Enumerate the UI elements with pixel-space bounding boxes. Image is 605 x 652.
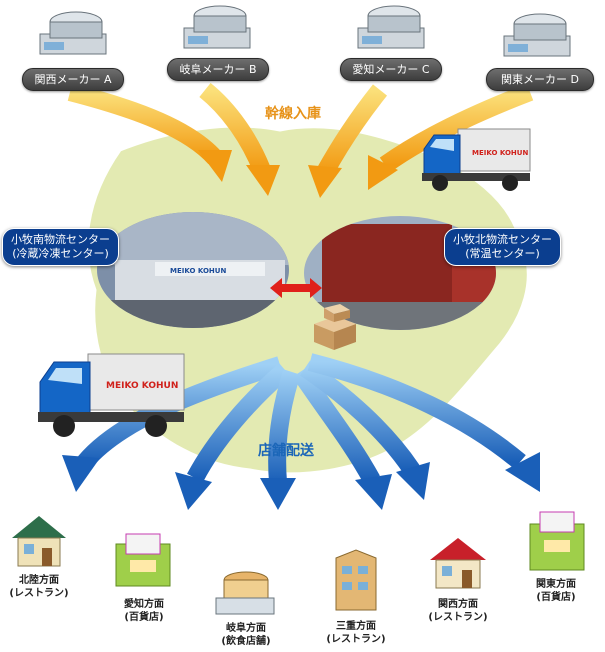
inbound-arrow-d [379, 83, 534, 173]
truck-icon: MEIKO KOHUN [422, 128, 531, 191]
store-label-mie: 三重方面 (レストラン) [318, 620, 394, 646]
north-center-type: (常温センター) [465, 247, 540, 260]
inbound-arrowhead-a [198, 150, 232, 182]
store-type: (百貨店) [124, 612, 164, 623]
restaurant-building-icon [335, 549, 377, 611]
store-type: (レストラン) [428, 612, 488, 623]
truck-icon: MEIKO KOHUN [38, 353, 185, 437]
factory-icon [503, 13, 571, 57]
inbound-arrowhead-c [308, 165, 342, 198]
truck-logo: MEIKO KOHUN [472, 149, 528, 157]
department-store-icon [529, 511, 585, 571]
south-center-type: (冷蔵冷凍センター) [12, 247, 109, 260]
exchange-arrow-icon [270, 278, 322, 298]
outbound-arrowhead-1 [62, 455, 100, 492]
inbound-arrowhead-b [246, 165, 280, 196]
store-area: 北陸方面 [19, 575, 59, 586]
building-sign: MEIKO KOHUN [170, 267, 226, 275]
maker-label: 関西メーカー A [22, 68, 124, 91]
store-type: (レストラン) [9, 588, 69, 599]
outbound-arrow-4 [292, 367, 380, 485]
north-center-label: 小牧北物流センター (常温センター) [444, 228, 561, 266]
store-type: (レストラン) [326, 634, 386, 645]
outbound-arrow-5 [299, 360, 420, 476]
inbound-label: 幹線入庫 [265, 106, 321, 122]
store-label-kanto: 関東方面 (百貨店) [518, 578, 594, 604]
store-label-gifu: 岐阜方面 (飲食店舗) [208, 622, 284, 648]
maker-label: 関東メーカー D [486, 68, 594, 91]
maker-label: 岐阜メーカー B [167, 58, 269, 81]
inbound-arrows [67, 82, 534, 198]
dining-store-icon [215, 571, 275, 615]
store-area: 関東方面 [536, 579, 576, 590]
factory-icon [39, 11, 107, 55]
inbound-arrowhead-d [368, 155, 398, 190]
store-area: 岐阜方面 [226, 623, 266, 634]
inbound-arrow-c [317, 84, 388, 177]
outbound-arrowhead-5 [396, 462, 430, 500]
north-center-name: 小牧北物流センター [453, 233, 552, 246]
store-label-kansai: 関西方面 (レストラン) [420, 598, 496, 624]
outbound-arrowhead-2 [175, 472, 212, 510]
restaurant-house-icon [12, 516, 66, 567]
outbound-arrow-3 [268, 369, 301, 483]
factory-icon [183, 5, 251, 49]
truck-logo: MEIKO KOHUN [106, 381, 178, 391]
department-store-icon [115, 533, 171, 587]
outbound-arrowhead-3 [260, 478, 296, 510]
store-label-aichi: 愛知方面 (百貨店) [106, 598, 182, 624]
store-area: 愛知方面 [124, 599, 164, 610]
store-area: 三重方面 [336, 621, 376, 632]
inbound-arrow-b [199, 82, 271, 174]
maker-label: 愛知メーカー C [340, 58, 442, 81]
store-label-hokuriku: 北陸方面 (レストラン) [2, 574, 76, 600]
south-center-photo: MEIKO KOHUN [97, 212, 289, 328]
outbound-arrow-6 [307, 353, 526, 469]
south-center-name: 小牧南物流センター [11, 233, 110, 246]
inbound-arrow-a [67, 83, 222, 165]
store-type: (百貨店) [536, 592, 576, 603]
restaurant-house-icon [430, 538, 486, 589]
outbound-arrowhead-4 [355, 474, 392, 510]
outbound-label: 店舗配送 [258, 443, 314, 459]
outbound-arrows [62, 353, 540, 510]
outbound-arrowhead-6 [505, 452, 540, 492]
store-type: (飲食店舗) [221, 636, 271, 647]
factory-icon [357, 5, 425, 49]
store-area: 関西方面 [438, 599, 478, 610]
cargo-box-icon [314, 304, 356, 350]
outbound-arrow-2 [187, 363, 291, 483]
south-center-label: 小牧南物流センター (冷蔵冷凍センター) [2, 228, 119, 266]
